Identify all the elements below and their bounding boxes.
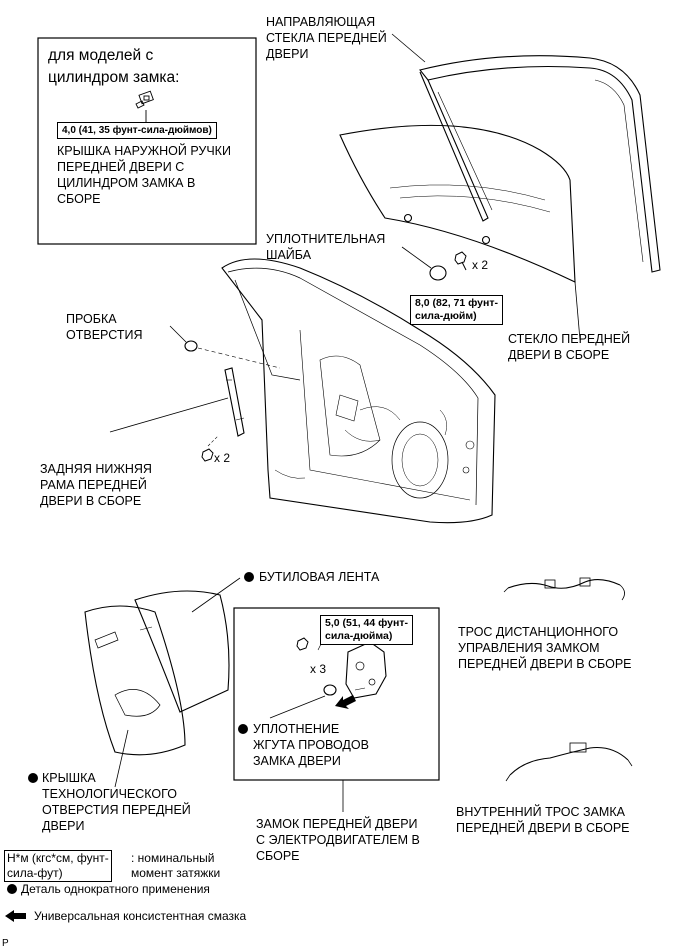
lock-screw-qty: x 3: [310, 662, 327, 676]
inner-cable-label: ВНУТРЕННИЙ ТРОС ЗАМКА ПЕРЕДНЕЙ ДВЕРИ В С…: [456, 805, 630, 835]
service-cover-label: КРЫШКА ТЕХНОЛОГИЧЕСКОГО ОТВЕРСТИЯ ПЕРЕДН…: [42, 771, 191, 833]
single-use-dot-butyl: [244, 572, 254, 582]
washer-drawing: [429, 265, 447, 281]
handle-cap-label: КРЫШКА НАРУЖНОЙ РУЧКИ ПЕРЕДНЕЙ ДВЕРИ С Ц…: [57, 144, 231, 206]
lock-torque-box: 5,0 (51, 44 фунт- сила-дюйма): [320, 615, 413, 645]
glass-bolt-drawing: [454, 251, 467, 271]
frame-bolt-drawing: [201, 435, 219, 462]
washer-label: УПЛОТНИТЕЛЬНАЯ ШАЙБА: [266, 232, 386, 262]
service-cover-drawing: [84, 590, 230, 756]
legend-single-use: Деталь однократного применения: [21, 882, 210, 896]
glass-torque-box: 8,0 (82, 71 фунт- сила-дюйм): [410, 295, 503, 325]
handle-cap-icon: [135, 90, 154, 122]
door-shell-drawing: [221, 258, 496, 524]
grease-arrow-legend: [5, 910, 26, 922]
single-use-dot-seal: [238, 724, 248, 734]
frame-bolt-qty: x 2: [214, 451, 231, 465]
wire-seal-drawing: [323, 684, 337, 696]
glass-run-drawing: [419, 55, 661, 273]
grease-arrow-lock: [335, 695, 356, 709]
inset-title: для моделей с цилиндром замка:: [48, 47, 180, 86]
wire-seal-label: УПЛОТНЕНИЕ ЖГУТА ПРОВОДОВ ЗАМКА ДВЕРИ: [253, 722, 369, 768]
rear-frame-drawing: [224, 367, 245, 437]
butyl-tape-label: БУТИЛОВАЯ ЛЕНТА: [259, 570, 380, 584]
inner-cable-drawing: [505, 742, 633, 782]
lock-screw-drawing: [296, 637, 309, 651]
handle-torque-box: 4,0 (41, 35 фунт-сила-дюймов): [57, 122, 217, 139]
footer-code: P: [2, 938, 9, 949]
inset-box-lock: [233, 607, 440, 781]
glass-bolt-qty: x 2: [472, 258, 489, 272]
legend-grease: Универсальная консистентная смазка: [34, 909, 247, 923]
legend-torque-desc: : номинальный момент затяжки: [131, 851, 221, 880]
remote-cable-label: ТРОС ДИСТАНЦИОННОГО УПРАВЛЕНИЯ ЗАМКОМ ПЕ…: [458, 625, 632, 671]
single-use-dot-cover: [28, 773, 38, 783]
glass-run-label: НАПРАВЛЯЮЩАЯ СТЕКЛА ПЕРЕДНЕЙ ДВЕРИ: [266, 15, 387, 61]
rear-frame-label: ЗАДНЯЯ НИЖНЯЯ РАМА ПЕРЕДНЕЙ ДВЕРИ В СБОР…: [40, 462, 152, 508]
legend-torque-unit: Н*м (кгс*см, фунт- сила-фут): [4, 850, 112, 882]
single-use-dot-legend: [7, 884, 17, 894]
door-lock-label: ЗАМОК ПЕРЕДНЕЙ ДВЕРИ С ЭЛЕКТРОДВИГАТЕЛЕМ…: [256, 817, 420, 863]
glass-label: СТЕКЛО ПЕРЕДНЕЙ ДВЕРИ В СБОРЕ: [508, 332, 631, 362]
hole-plug-drawing: [184, 340, 198, 352]
door-lock-drawing: [345, 641, 387, 699]
remote-cable-drawing: [503, 577, 625, 601]
door-glass-drawing: [339, 124, 576, 283]
inset-box-top: [37, 37, 257, 245]
hole-plug-label: ПРОБКА ОТВЕРСТИЯ: [66, 312, 143, 342]
